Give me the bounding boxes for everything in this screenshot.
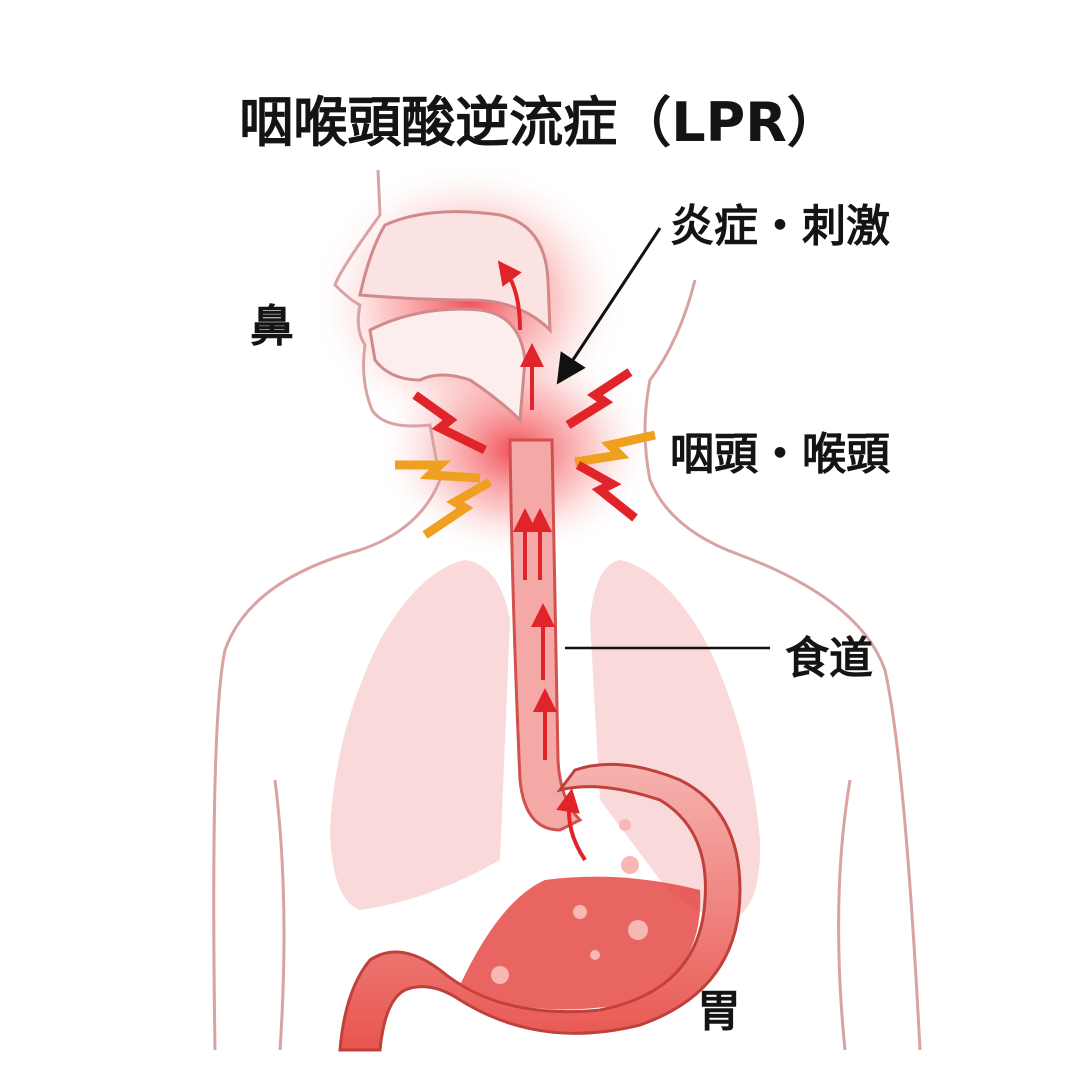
left-lung [330,560,510,910]
inflammation-pointer-arrow [556,227,662,385]
label-stomach: 胃 [697,986,741,1037]
page-title: 咽喉頭酸逆流症（LPR） [239,91,841,154]
label-inflammation: 炎症・刺激 [670,201,890,252]
head-cavities [358,210,552,424]
reflux-arrows [497,260,587,862]
stomach-shape [338,762,742,1052]
label-pharynx-larynx: 咽頭・喉頭 [670,429,890,480]
acid-bubbles [491,819,648,984]
irritation-bolts [395,368,656,539]
label-nose: 鼻 [250,301,294,352]
label-esophagus: 食道 [785,633,873,684]
stomach-acid [460,876,701,1010]
body-outline [212,169,922,1051]
